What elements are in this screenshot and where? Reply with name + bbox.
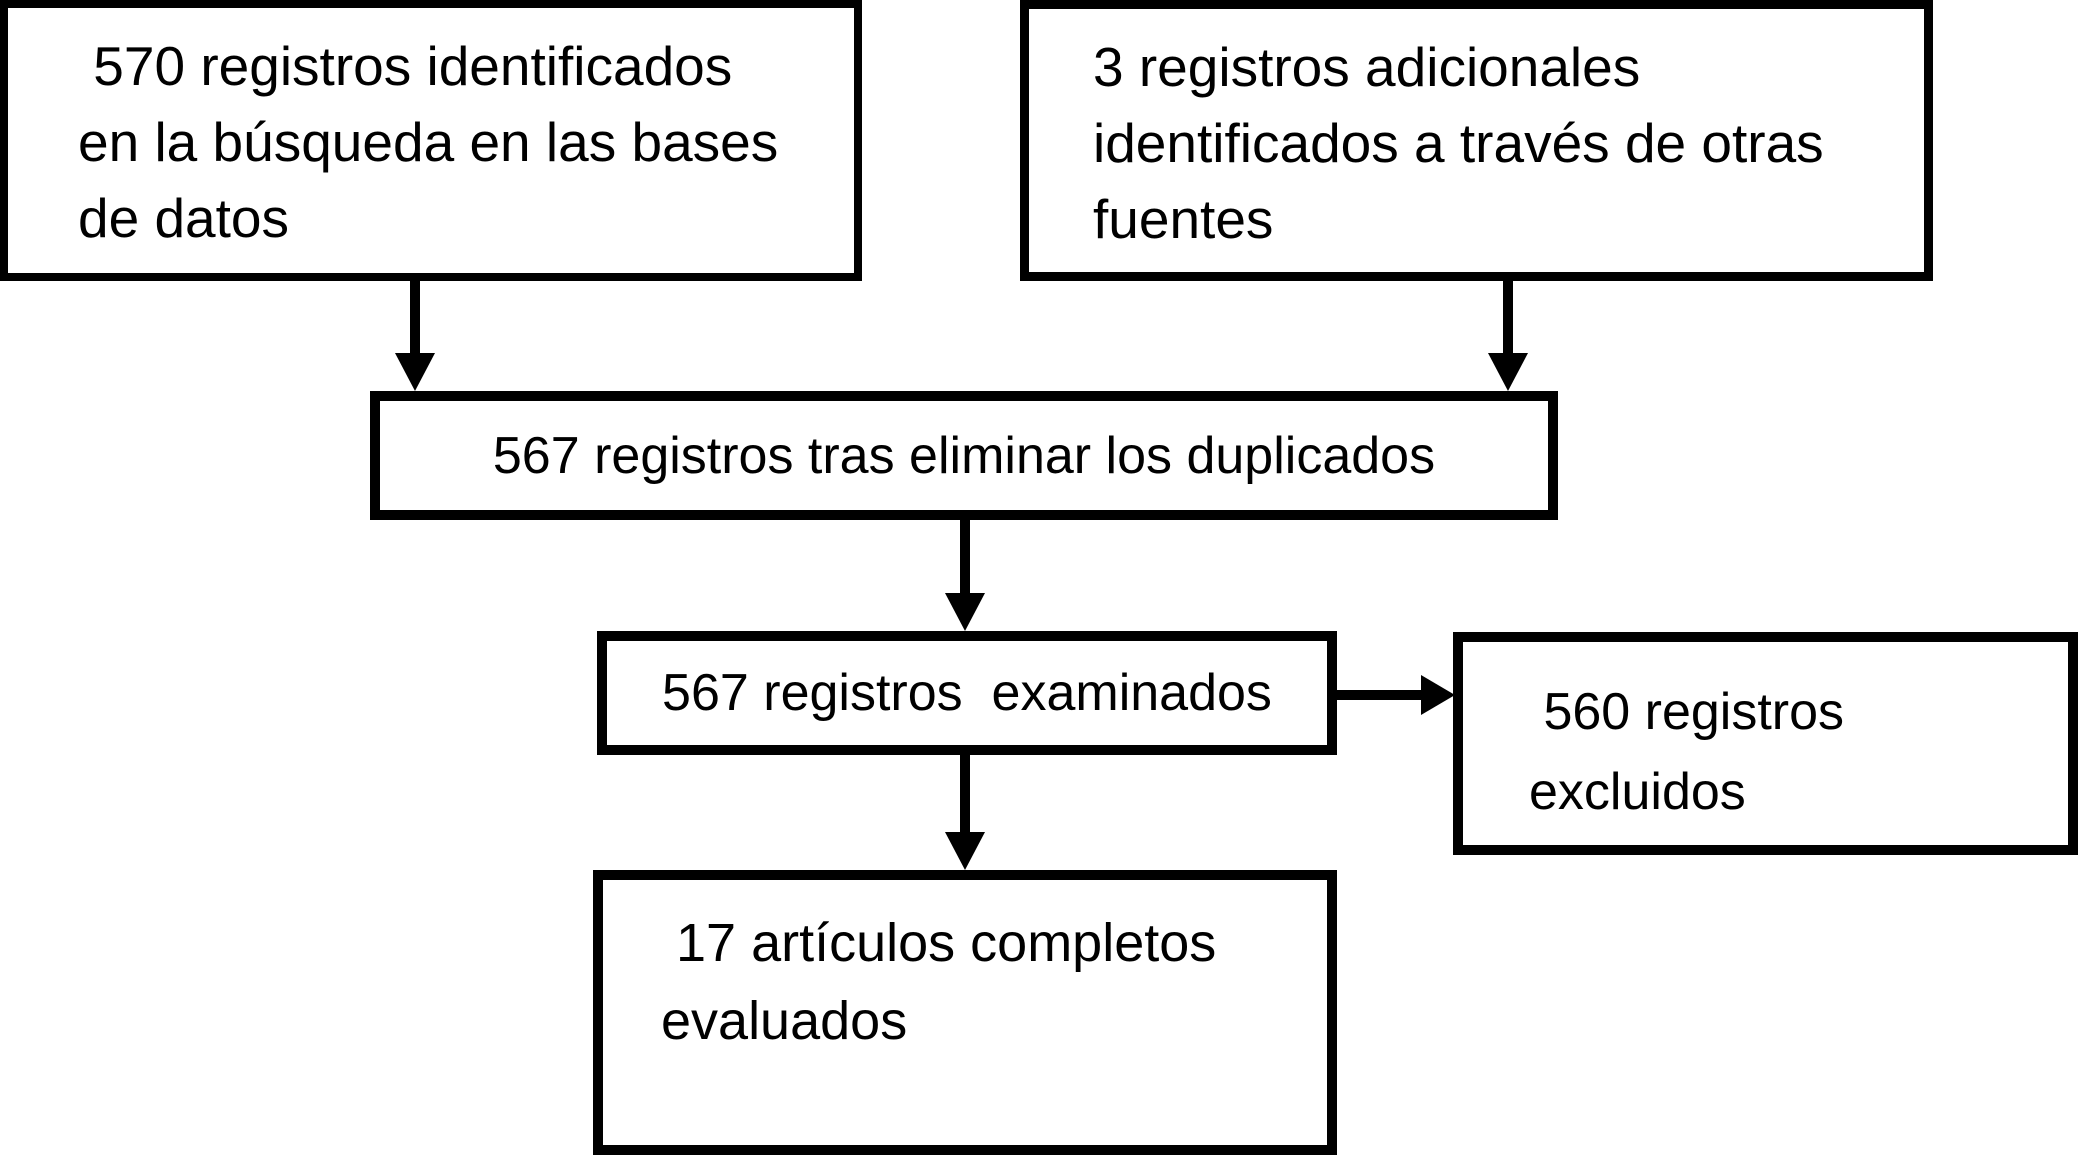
arrow-head-down-icon (945, 832, 985, 870)
arrow-screened-to-excluded (1337, 675, 1455, 715)
box-text-line: 17 artículos completos (661, 913, 1217, 973)
box-text-line: 567 registros tras eliminar los duplicad… (492, 426, 1436, 485)
arrow-identified-other-to-dedupe (1488, 281, 1528, 391)
arrow-shaft (1337, 690, 1423, 700)
box-records-identified-other-sources: 3 registros adicionales identificados a … (1020, 0, 1933, 281)
arrow-screened-to-fulltext (945, 755, 985, 870)
box-text-line: en la búsqueda en las bases (78, 111, 779, 173)
arrow-identified-db-to-dedupe (395, 281, 435, 391)
box-fulltext-articles-assessed: 17 artículos completos evaluados (593, 870, 1337, 1155)
box-records-excluded: 560 registros excluidos (1453, 632, 2078, 855)
box-records-identified-databases: 570 registros identificados en la búsque… (0, 0, 862, 281)
arrow-shaft (1503, 281, 1513, 355)
box-text-line: 570 registros identificados (78, 35, 733, 97)
box-records-screened: 567 registros examinados (597, 631, 1337, 755)
box-text-line: identificados a través de otras (1093, 112, 1824, 174)
arrow-head-down-icon (1488, 353, 1528, 391)
arrow-shaft (410, 281, 420, 355)
arrow-shaft (960, 755, 970, 834)
arrow-head-down-icon (395, 353, 435, 391)
arrow-head-right-icon (1421, 675, 1455, 715)
box-records-after-duplicates-removed: 567 registros tras eliminar los duplicad… (370, 391, 1558, 520)
arrow-head-down-icon (945, 593, 985, 631)
box-text-line: fuentes (1093, 188, 1274, 250)
box-text-line: de datos (78, 187, 290, 249)
box-text-line: 3 registros adicionales (1093, 36, 1641, 98)
box-text-line: 567 registros examinados (662, 664, 1272, 722)
box-text-line: 560 registros (1529, 683, 1845, 741)
arrow-dedupe-to-screened (945, 520, 985, 631)
arrow-shaft (960, 520, 970, 595)
box-text-line: excluidos (1529, 763, 1746, 821)
box-text-line: evaluados (661, 991, 908, 1051)
